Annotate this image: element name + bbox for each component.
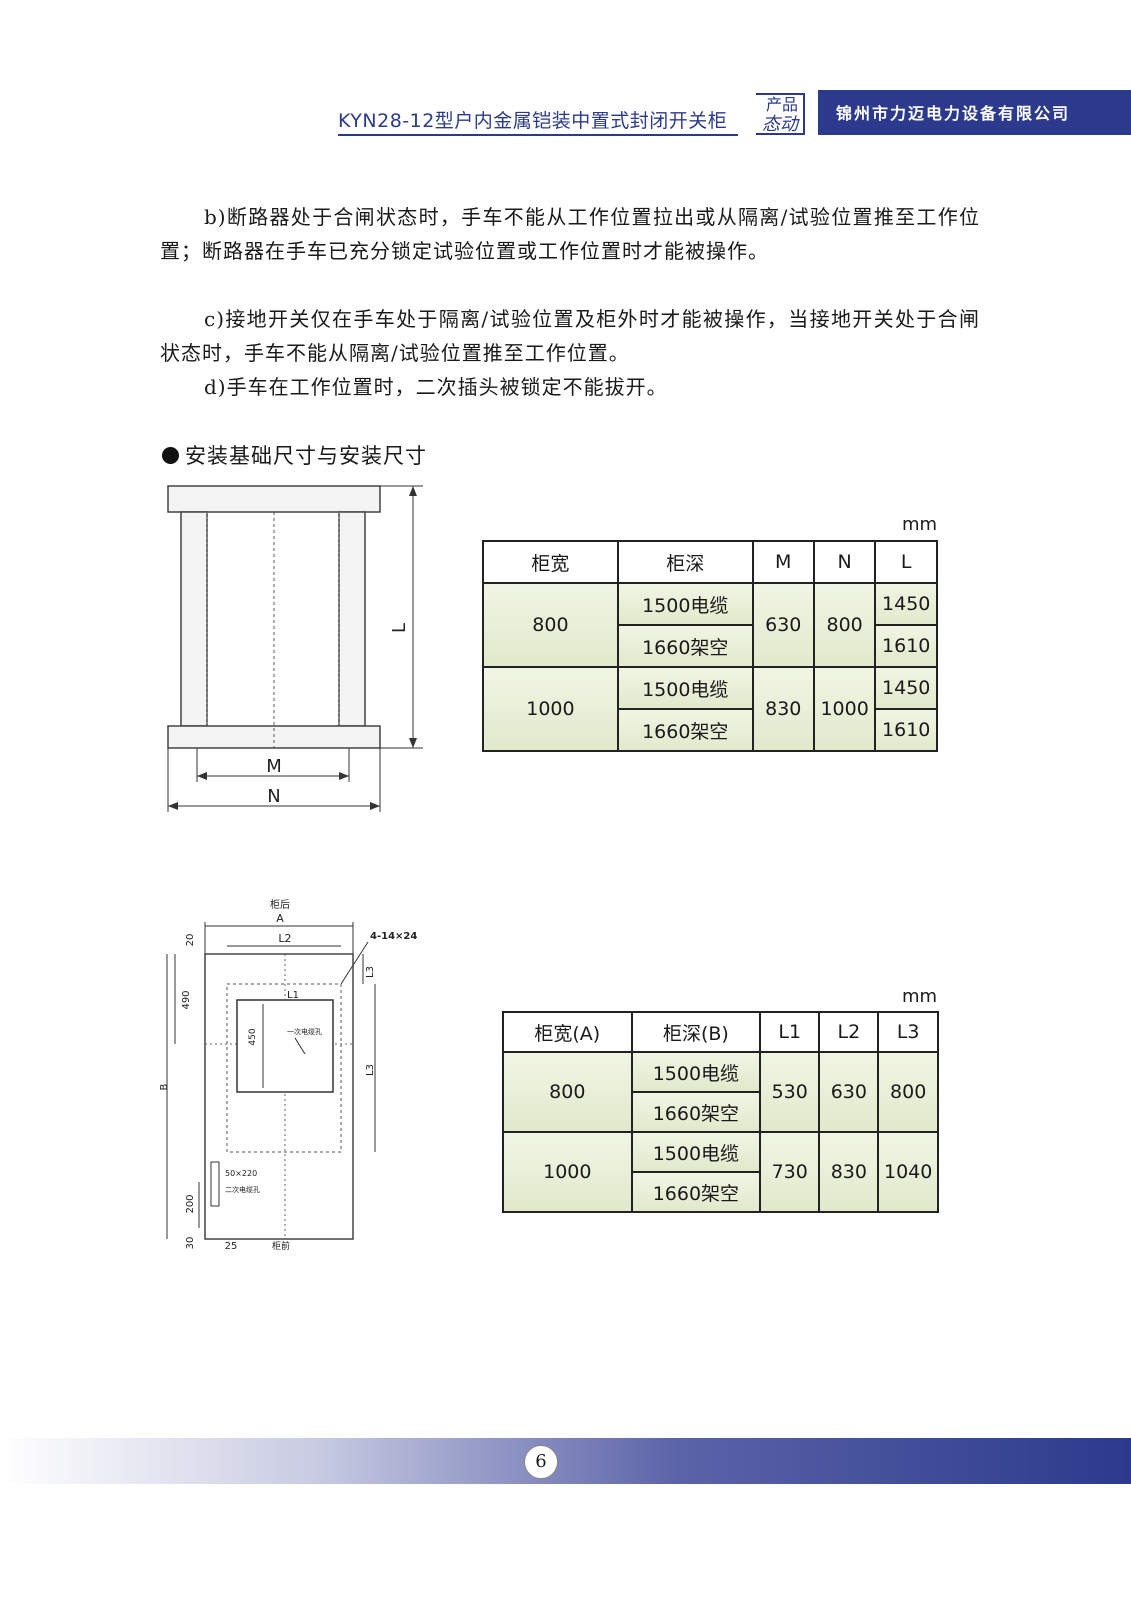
dim-200-label: 200 bbox=[185, 1194, 196, 1213]
table-row: 1000 1500电缆 730 830 1040 bbox=[502, 1131, 939, 1213]
dim-490-label: 490 bbox=[181, 990, 192, 1009]
table-row: 800 1500电缆 630 800 1450 bbox=[482, 582, 938, 668]
dim-L1-label: L1 bbox=[287, 990, 299, 1001]
secondary-hole-label: 二次电缆孔 bbox=[225, 1185, 260, 1194]
table-row: 柜宽 柜深 M N L bbox=[482, 540, 938, 584]
logo-top-text: 产品 bbox=[766, 95, 798, 114]
paragraph-c: c)接地开关仅在手车处于隔离/试验位置及柜外时才能被操作，当接地开关处于合闸状态… bbox=[160, 307, 980, 365]
table2-header-L2: L2 bbox=[818, 1011, 880, 1053]
table1-header-L: L bbox=[874, 540, 938, 584]
dim-N-label: N bbox=[267, 786, 280, 807]
floor-plan-drawing: 柜后 A L2 4-14×24 20 L3 L1 450 一次电缆孔 L3 49… bbox=[159, 898, 417, 1252]
table1-header-N: N bbox=[812, 540, 877, 584]
table-cell: 1610 bbox=[874, 624, 938, 668]
table-cell: 1500电缆 bbox=[616, 666, 754, 710]
table-cell: 830 bbox=[818, 1131, 880, 1213]
dim-A-label: A bbox=[276, 912, 284, 925]
table2-header-L1: L1 bbox=[759, 1011, 821, 1053]
table-cell: 800 bbox=[482, 582, 619, 668]
dim-B-label: B bbox=[159, 1083, 170, 1090]
table-cell: 1660架空 bbox=[616, 624, 754, 668]
table-cell: 630 bbox=[751, 582, 815, 668]
table-cell: 1660架空 bbox=[630, 1091, 762, 1133]
paragraph-b: b)断路器处于合闸状态时，手车不能从工作位置拉出或从隔离/试验位置推至工作位置；… bbox=[160, 205, 980, 263]
table-cell: 1040 bbox=[877, 1131, 939, 1213]
front-label: 柜前 bbox=[272, 1240, 290, 1252]
rear-label: 柜后 bbox=[270, 898, 290, 911]
table-cell: 800 bbox=[502, 1051, 633, 1133]
hole-spec-label: 4-14×24 bbox=[370, 931, 417, 942]
table-cell: 1000 bbox=[502, 1131, 633, 1213]
table1-dimensions: 柜宽 柜深 M N L 800 1500电缆 630 800 1450 1660… bbox=[482, 540, 938, 752]
table-cell: 1500电缆 bbox=[630, 1051, 762, 1093]
table-cell: 800 bbox=[812, 582, 877, 668]
table-row: 1660架空 1610 bbox=[483, 708, 938, 752]
table2-dimensions: 柜宽(A) 柜深(B) L1 L2 L3 800 1500电缆 530 630 … bbox=[502, 1011, 939, 1213]
table-cell: 1660架空 bbox=[616, 708, 754, 752]
dim-450-label: 450 bbox=[248, 1028, 258, 1045]
logo-bottom-text: 态动 bbox=[762, 114, 800, 135]
dim-20-label: 20 bbox=[185, 934, 196, 947]
dim-M-label: M bbox=[266, 756, 282, 777]
primary-hole-label: 一次电缆孔 bbox=[287, 1027, 322, 1036]
section-heading-text: 安装基础尺寸与安装尺寸 bbox=[185, 444, 427, 468]
table-row: 1660架空 bbox=[503, 1171, 938, 1213]
table1-header-M: M bbox=[751, 540, 815, 584]
company-name: 锦州市力迈电力设备有限公司 bbox=[836, 104, 1071, 123]
table-cell: 1660架空 bbox=[630, 1171, 762, 1213]
table-cell: 1500电缆 bbox=[616, 582, 754, 626]
table-cell: 800 bbox=[877, 1051, 939, 1133]
table2-header-depth: 柜深(B) bbox=[630, 1011, 762, 1053]
table-cell: 1000 bbox=[812, 666, 877, 752]
table-cell: 1450 bbox=[874, 582, 938, 626]
table1-header-width: 柜宽 bbox=[482, 540, 619, 584]
table1-unit: mm bbox=[902, 514, 938, 535]
table-cell: 1500电缆 bbox=[630, 1131, 762, 1173]
table2-header-width: 柜宽(A) bbox=[502, 1011, 633, 1053]
table-row: 柜宽(A) 柜深(B) L1 L2 L3 bbox=[502, 1011, 939, 1053]
table-row: 1000 1500电缆 830 1000 1450 bbox=[482, 666, 938, 752]
page-number: 6 bbox=[524, 1445, 558, 1479]
section-heading: 安装基础尺寸与安装尺寸 bbox=[162, 440, 427, 470]
table-cell: 1610 bbox=[874, 708, 938, 752]
table-row: 1660架空 1610 bbox=[483, 624, 938, 668]
table2-unit: mm bbox=[902, 986, 938, 1007]
dim-25-label: 25 bbox=[225, 1241, 238, 1252]
dim-L-label: L bbox=[389, 623, 410, 633]
title-underline bbox=[338, 134, 738, 136]
dim-30-label: 30 bbox=[185, 1237, 196, 1250]
dim-L2-label: L2 bbox=[278, 932, 291, 945]
table-row: 800 1500电缆 530 630 800 bbox=[502, 1051, 939, 1133]
table2-header-L3: L3 bbox=[877, 1011, 939, 1053]
table-cell: 830 bbox=[751, 666, 815, 752]
table-cell: 730 bbox=[759, 1131, 821, 1213]
table1-header-depth: 柜深 bbox=[616, 540, 754, 584]
product-logo: 产品 态动 bbox=[756, 93, 805, 135]
base-frame-drawing: L M N bbox=[167, 485, 423, 812]
company-banner bbox=[818, 90, 1131, 135]
table-row: 1660架空 bbox=[503, 1091, 938, 1133]
dim-L3-top-label: L3 bbox=[365, 966, 376, 978]
dim-L3-side-label: L3 bbox=[365, 1064, 376, 1076]
document-title: KYN28-12型户内金属铠装中置式封闭开关柜 bbox=[338, 110, 728, 132]
table-cell: 1000 bbox=[482, 666, 619, 752]
footer-bar bbox=[0, 1438, 1131, 1484]
table-cell: 630 bbox=[818, 1051, 880, 1133]
slot-size-label: 50×220 bbox=[225, 1169, 257, 1178]
bullet-icon bbox=[162, 447, 179, 464]
paragraph-d: d)手车在工作位置时，二次插头被锁定不能拔开。 bbox=[204, 375, 668, 399]
table-cell: 530 bbox=[759, 1051, 821, 1133]
table-cell: 1450 bbox=[874, 666, 938, 710]
